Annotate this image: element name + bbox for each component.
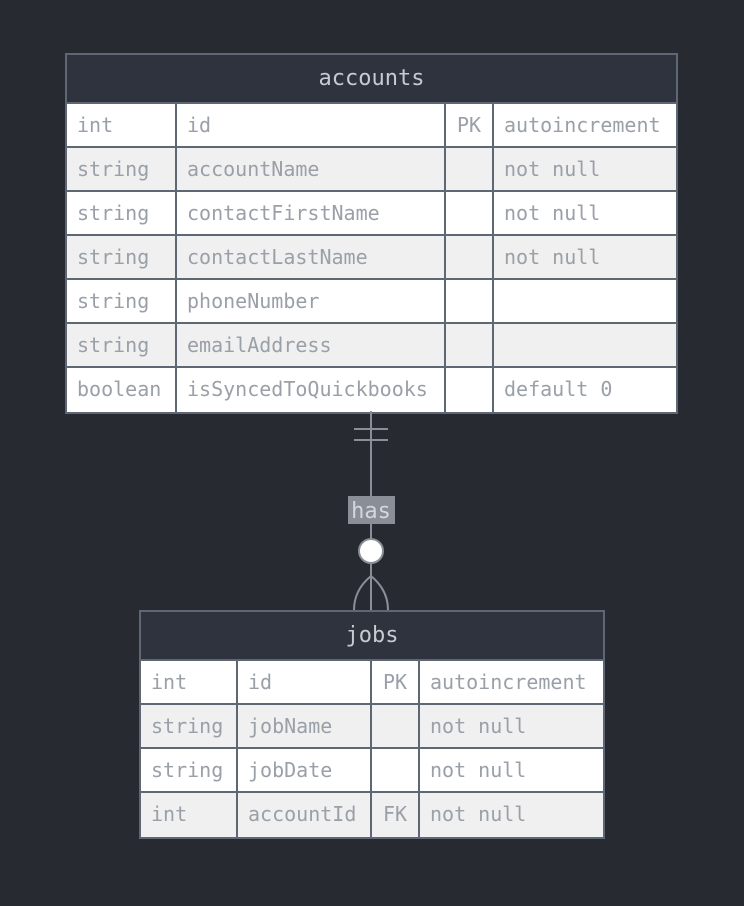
attribute-comment: autoincrement <box>430 670 587 694</box>
entity-title: jobs <box>141 612 603 661</box>
attribute-comment: not null <box>430 758 527 782</box>
attribute-name: emailAddress <box>177 324 446 366</box>
attribute-row: int id PK autoincrement <box>141 661 603 705</box>
attribute-comment: not null <box>430 802 527 826</box>
attribute-type: int <box>141 793 238 837</box>
attribute-name: contactLastName <box>177 236 446 278</box>
attribute-type: string <box>67 280 177 322</box>
attribute-name: jobName <box>238 705 372 747</box>
attribute-name: jobDate <box>238 749 372 791</box>
attribute-type: string <box>67 236 177 278</box>
entity-title: accounts <box>67 55 676 104</box>
attribute-key <box>372 705 420 747</box>
entity-jobs: jobs int id PK autoincrement string jobN… <box>139 610 605 839</box>
attribute-list: int id PK autoincrement string accountNa… <box>67 104 676 412</box>
attribute-row: int id PK autoincrement <box>67 104 676 148</box>
attribute-row: string accountName not null <box>67 148 676 192</box>
entity-accounts: accounts int id PK autoincrement string … <box>65 53 678 414</box>
relationship-label: has <box>351 499 391 524</box>
attribute-key: FK <box>372 793 420 837</box>
attribute-row: string jobDate not null <box>141 749 603 793</box>
attribute-row: boolean isSyncedToQuickbooks default 0 <box>67 368 676 412</box>
attribute-name: phoneNumber <box>177 280 446 322</box>
attribute-type: string <box>141 705 238 747</box>
cardinality-crowfoot-right <box>370 575 389 611</box>
attribute-name: isSyncedToQuickbooks <box>177 368 446 412</box>
attribute-name: contactFirstName <box>177 192 446 234</box>
attribute-name: id <box>177 104 446 146</box>
attribute-key <box>446 148 494 190</box>
attribute-key <box>446 324 494 366</box>
attribute-type: boolean <box>67 368 177 412</box>
attribute-row: string contactFirstName not null <box>67 192 676 236</box>
attribute-key <box>446 192 494 234</box>
attribute-comment: default 0 <box>504 377 613 401</box>
attribute-type: string <box>67 324 177 366</box>
attribute-name: accountName <box>177 148 446 190</box>
attribute-key: PK <box>446 104 494 146</box>
attribute-type: string <box>67 192 177 234</box>
attribute-name: id <box>238 661 372 703</box>
attribute-comment: autoincrement <box>504 113 661 137</box>
attribute-comment: not null <box>504 245 601 269</box>
attribute-comment: not null <box>504 157 601 181</box>
attribute-key <box>372 749 420 791</box>
attribute-type: string <box>141 749 238 791</box>
attribute-key: PK <box>372 661 420 703</box>
attribute-row: string jobName not null <box>141 705 603 749</box>
attribute-row: string contactLastName not null <box>67 236 676 280</box>
attribute-row: string phoneNumber <box>67 280 676 324</box>
attribute-type: string <box>67 148 177 190</box>
attribute-type: int <box>67 104 177 146</box>
relationship-label-background <box>348 496 395 524</box>
cardinality-zero-circle <box>358 538 384 564</box>
attribute-name: accountId <box>238 793 372 837</box>
attribute-type: int <box>141 661 238 703</box>
attribute-comment: not null <box>430 714 527 738</box>
attribute-list: int id PK autoincrement string jobName n… <box>141 661 603 837</box>
attribute-row: string emailAddress <box>67 324 676 368</box>
attribute-key <box>446 280 494 322</box>
attribute-key <box>446 236 494 278</box>
attribute-key <box>446 368 494 412</box>
cardinality-crowfoot-left <box>353 575 372 611</box>
attribute-row: int accountId FK not null <box>141 793 603 837</box>
attribute-comment: not null <box>504 201 601 225</box>
